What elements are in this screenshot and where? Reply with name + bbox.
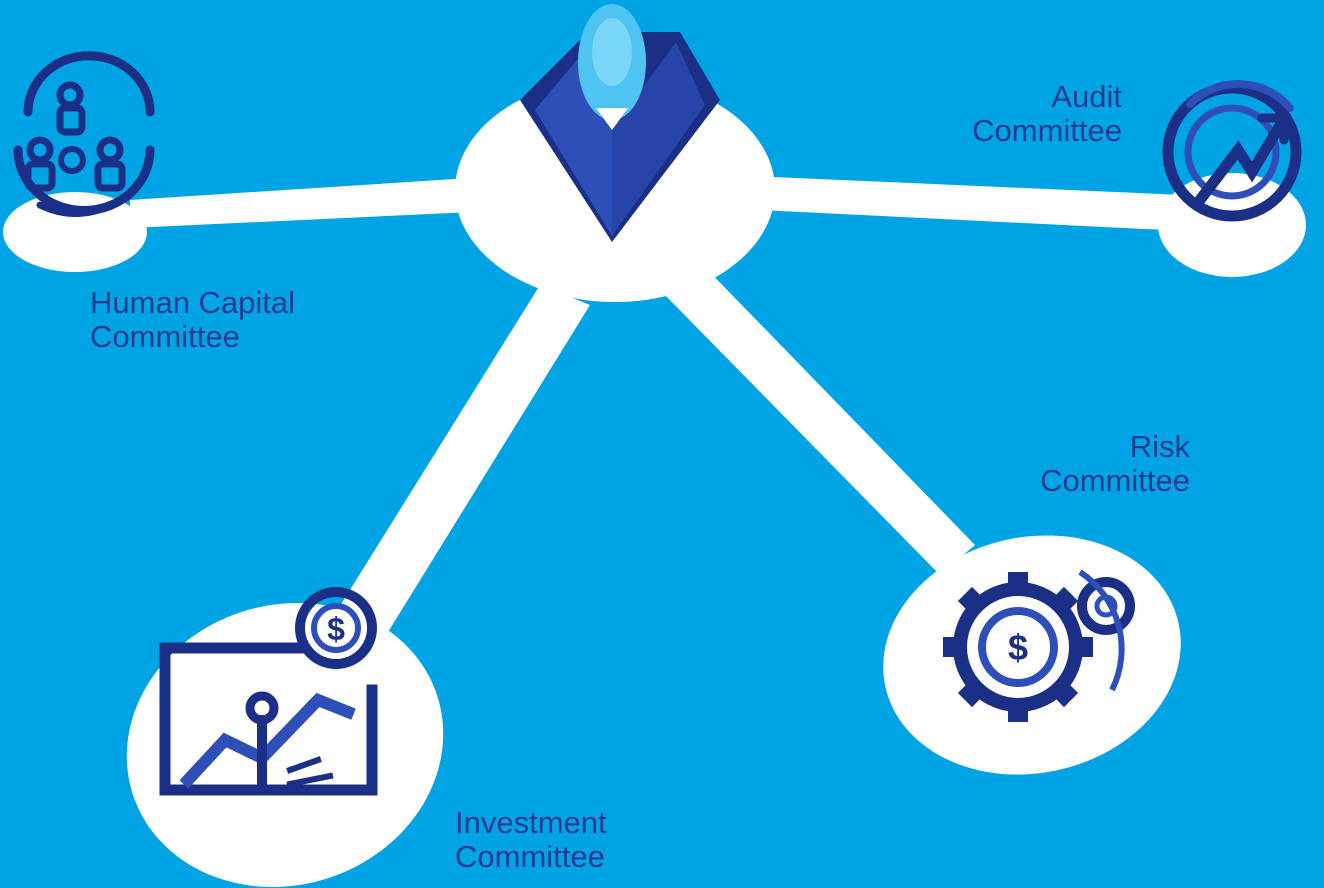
risk-label-line1: Risk — [1129, 429, 1190, 464]
human-capital-committee-label: Human Capital Committee — [90, 286, 390, 354]
human-capital-label-line1: Human Capital — [90, 285, 296, 320]
human-capital-label-line2: Committee — [90, 319, 240, 354]
investment-committee-label: Investment Committee — [455, 806, 715, 874]
connector-investment — [325, 285, 590, 645]
board-pin-icon — [520, 4, 720, 242]
connectors — [130, 176, 1205, 645]
investment-label-line2: Committee — [455, 839, 605, 874]
audit-label-line2: Committee — [972, 113, 1122, 148]
audit-label-line1: Audit — [1051, 79, 1122, 114]
risk-committee-label: Risk Committee — [960, 430, 1190, 498]
svg-text:$: $ — [327, 611, 345, 647]
growth-arrow-icon — [1162, 80, 1302, 222]
human-capital-hub — [3, 192, 147, 272]
investment-chart-icon: $ — [159, 587, 378, 796]
svg-text:$: $ — [1008, 627, 1028, 668]
dollar-gear-icon: $ — [943, 569, 1135, 722]
connector-audit — [752, 176, 1205, 232]
connector-risk — [660, 262, 975, 575]
risk-label-line2: Committee — [1040, 463, 1190, 498]
audit-committee-label: Audit Committee — [900, 80, 1122, 148]
people-network-icon — [13, 51, 155, 217]
investment-label-line1: Investment — [455, 805, 607, 840]
risk-hub — [883, 535, 1181, 775]
connector-human-capital — [130, 178, 472, 228]
investment-hub — [126, 602, 444, 888]
